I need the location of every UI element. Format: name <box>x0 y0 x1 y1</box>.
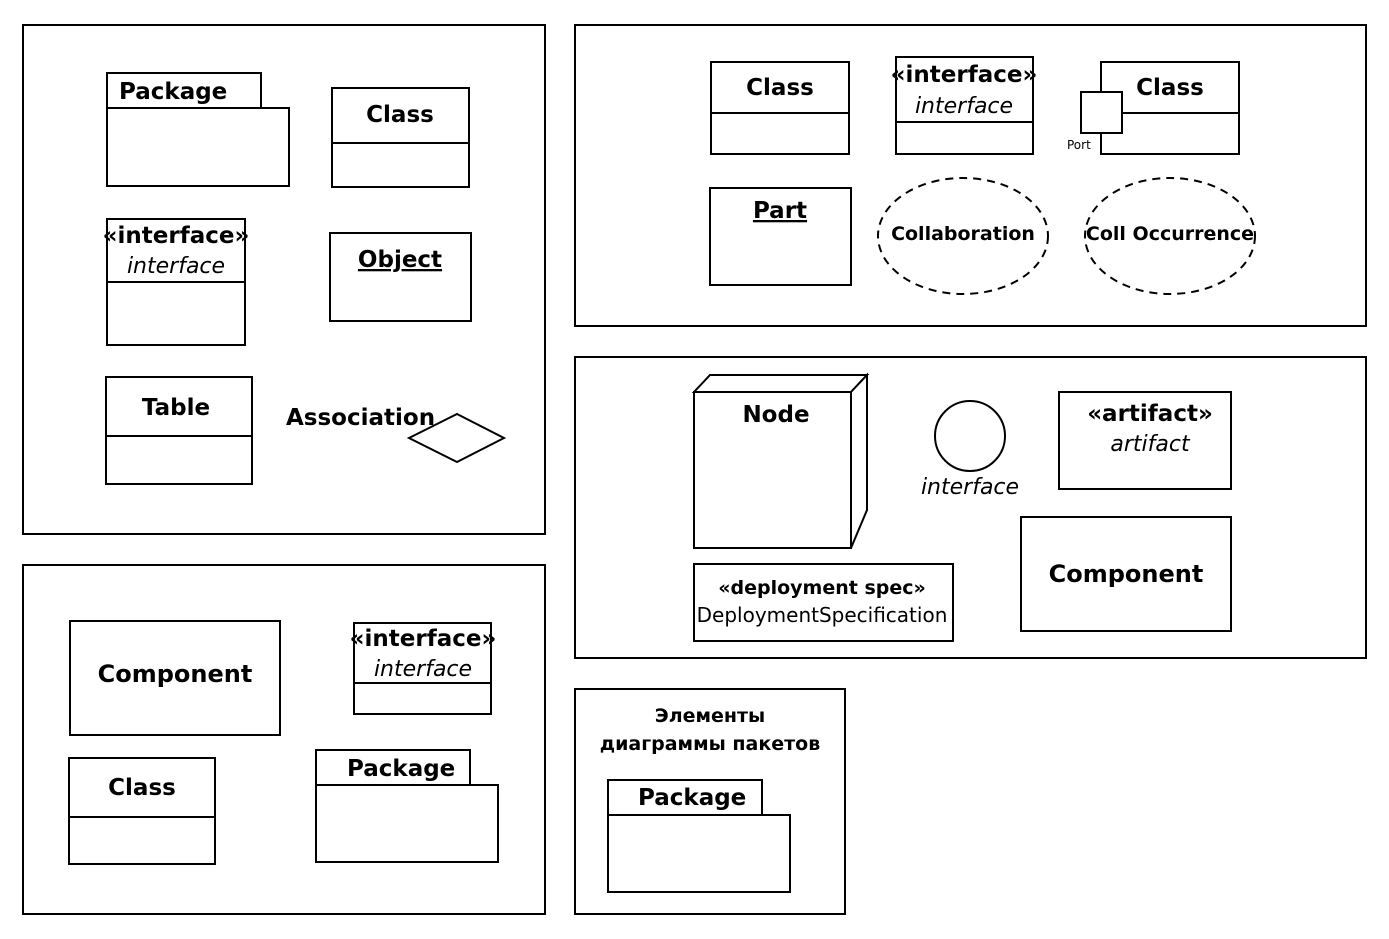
component-element[interactable]: Component <box>69 620 281 736</box>
artifact-name: artifact <box>1110 432 1191 457</box>
panel-title-line2: диаграммы пакетов <box>600 733 821 755</box>
interface-name: interface <box>127 254 225 279</box>
collaboration-element[interactable]: Collaboration <box>877 177 1049 295</box>
coll-occurrence-label: Coll Occurrence <box>1086 223 1254 245</box>
component-label: Component <box>98 660 253 688</box>
part-element[interactable]: Part <box>709 187 852 286</box>
deployment-spec-name: DeploymentSpecification <box>697 603 948 627</box>
class-label: Class <box>746 75 814 101</box>
object-element[interactable]: Object <box>329 232 472 322</box>
interface-stereotype: «interface» <box>350 626 497 652</box>
association-diamond-icon <box>406 412 507 464</box>
artifact-element[interactable]: «artifact» artifact <box>1058 391 1232 490</box>
panel-component: Component «interface» interface Class Pa… <box>22 564 546 915</box>
class-label: Class <box>1136 75 1204 101</box>
table-label: Table <box>142 395 210 421</box>
panel-class-diagram: Package Class «interface» interface Obje… <box>22 24 546 535</box>
class-element[interactable]: Class <box>710 61 850 155</box>
package-element[interactable]: Package <box>315 749 499 863</box>
association-element[interactable]: Association <box>286 405 507 464</box>
interface-name: interface <box>374 657 472 682</box>
coll-occurrence-element[interactable]: Coll Occurrence <box>1084 177 1256 295</box>
node-label: Node <box>742 402 809 428</box>
node-element[interactable]: Node <box>691 372 870 549</box>
deployment-spec-element[interactable]: «deployment spec» DeploymentSpecificatio… <box>693 563 954 642</box>
interface-element[interactable]: «interface» interface <box>891 56 1038 155</box>
interface-circle-icon <box>934 400 1006 472</box>
class-label: Class <box>108 775 176 801</box>
collaboration-label: Collaboration <box>891 223 1035 245</box>
interface-element[interactable]: «interface» interface <box>103 218 250 346</box>
package-label: Package <box>638 785 746 811</box>
package-element[interactable]: Package <box>106 72 290 187</box>
panel-package-diagram: Элементы диаграммы пакетов Package <box>574 688 846 915</box>
class-with-port-element[interactable]: Class Port <box>1067 61 1240 155</box>
deployment-spec-stereotype: «deployment spec» <box>718 577 926 599</box>
package-label: Package <box>119 79 227 105</box>
component-element[interactable]: Component <box>1020 516 1232 632</box>
interface-stereotype: «interface» <box>103 223 250 249</box>
class-element[interactable]: Class <box>331 87 470 188</box>
package-label: Package <box>347 756 455 782</box>
interface-label: interface <box>921 475 1019 500</box>
association-label: Association <box>286 405 435 431</box>
package-element[interactable]: Package <box>607 779 791 893</box>
class-label: Class <box>366 102 434 128</box>
panel-composite-structure: Class «interface» interface Class Port P… <box>574 24 1367 327</box>
panel-deployment: Node interface «artifact» artifact «depl… <box>574 356 1367 659</box>
interface-element[interactable]: «interface» interface <box>350 622 497 715</box>
table-element[interactable]: Table <box>105 376 253 485</box>
artifact-stereotype: «artifact» <box>1087 401 1213 427</box>
port-square-icon <box>1080 91 1123 134</box>
part-label: Part <box>753 198 807 224</box>
interface-stereotype: «interface» <box>891 62 1038 88</box>
panel-title-line1: Элементы <box>655 705 765 727</box>
object-label: Object <box>358 247 442 273</box>
component-label: Component <box>1049 560 1204 588</box>
port-label: Port <box>1067 138 1091 152</box>
interface-name: interface <box>915 94 1013 119</box>
class-element[interactable]: Class <box>68 757 216 865</box>
interface-lollipop-element[interactable]: interface <box>921 400 1019 500</box>
